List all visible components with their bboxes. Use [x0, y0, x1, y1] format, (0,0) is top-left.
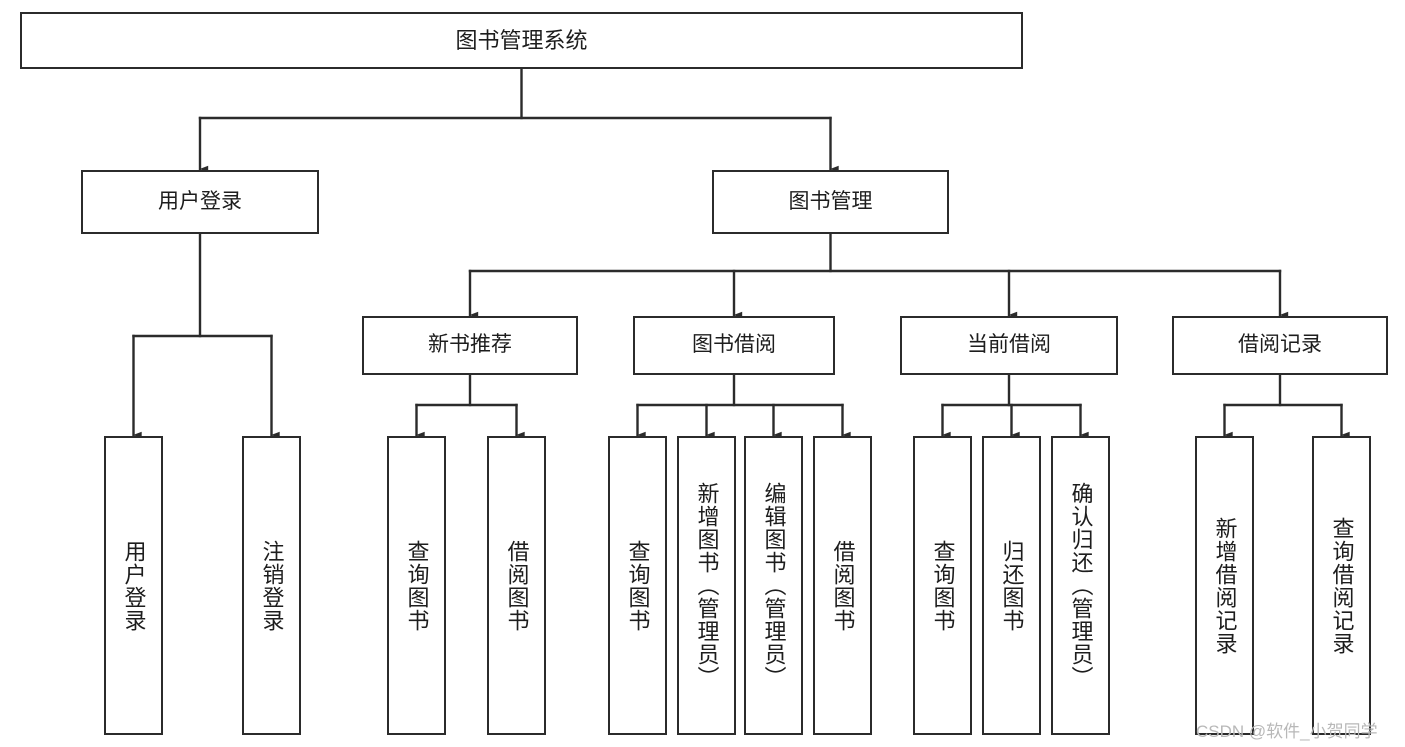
- node-rec-query[interactable]: 查询图书: [387, 436, 446, 735]
- node-br-add[interactable]: 新增借阅记录: [1195, 436, 1254, 735]
- node-label: 查询图书: [625, 539, 651, 632]
- node-current-borrow[interactable]: 当前借阅: [900, 316, 1118, 375]
- node-login-do[interactable]: 用户登录: [104, 436, 163, 735]
- node-label: 新增图书（管理员）: [694, 482, 720, 689]
- node-label: 查询图书: [930, 539, 956, 632]
- node-label: 图书借阅: [692, 333, 776, 357]
- node-label: 用户登录: [121, 539, 147, 632]
- node-label: 图书管理系统: [455, 27, 588, 53]
- node-cb-return[interactable]: 归还图书: [982, 436, 1041, 735]
- node-label: 编辑图书（管理员）: [761, 482, 787, 689]
- node-label: 用户登录: [158, 189, 242, 213]
- node-bb-borrow[interactable]: 借阅图书: [813, 436, 872, 735]
- node-book-manage[interactable]: 图书管理: [712, 170, 949, 234]
- node-bb-query[interactable]: 查询图书: [608, 436, 667, 735]
- node-label: 借阅图书: [504, 539, 530, 632]
- node-bb-edit[interactable]: 编辑图书（管理员）: [744, 436, 803, 735]
- node-br-query[interactable]: 查询借阅记录: [1312, 436, 1371, 735]
- node-label: 归还图书: [999, 539, 1025, 632]
- node-label: 新增借阅记录: [1212, 516, 1238, 655]
- node-label: 确认归还（管理员）: [1068, 482, 1094, 689]
- node-new-book-rec[interactable]: 新书推荐: [362, 316, 578, 375]
- node-book-borrow[interactable]: 图书借阅: [633, 316, 835, 375]
- node-logout-do[interactable]: 注销登录: [242, 436, 301, 735]
- node-cb-confirm[interactable]: 确认归还（管理员）: [1051, 436, 1110, 735]
- node-borrow-record[interactable]: 借阅记录: [1172, 316, 1388, 375]
- node-label: 图书管理: [788, 189, 873, 213]
- node-label: 借阅记录: [1238, 333, 1322, 357]
- node-root[interactable]: 图书管理系统: [20, 12, 1023, 69]
- node-label: 新书推荐: [428, 333, 512, 357]
- node-label: 注销登录: [259, 539, 285, 632]
- node-label: 借阅图书: [830, 539, 856, 632]
- csdn-watermark: CSDN @软件_小贺同学: [1196, 722, 1378, 741]
- node-cb-query[interactable]: 查询图书: [913, 436, 972, 735]
- node-user-login[interactable]: 用户登录: [81, 170, 319, 234]
- node-label: 当前借阅: [967, 333, 1051, 357]
- node-label: 查询图书: [404, 539, 430, 632]
- node-rec-borrow[interactable]: 借阅图书: [487, 436, 546, 735]
- node-bb-add[interactable]: 新增图书（管理员）: [677, 436, 736, 735]
- node-label: 查询借阅记录: [1329, 516, 1355, 655]
